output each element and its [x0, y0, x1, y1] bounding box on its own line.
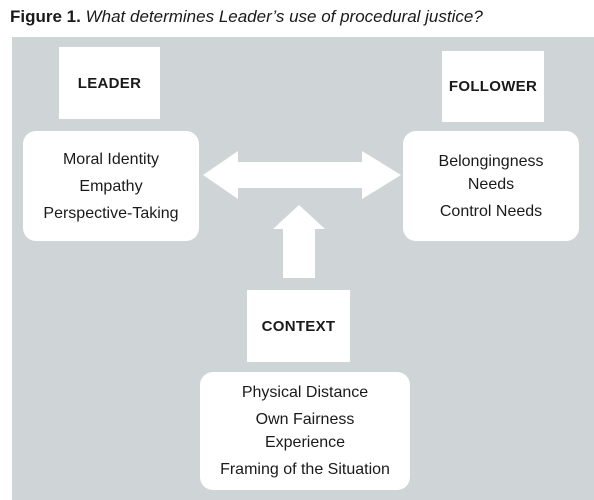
leader-box: Moral Identity Empathy Perspective-Takin… — [23, 131, 199, 241]
follower-box: Belongingness Needs Control Needs — [403, 131, 579, 241]
leader-header: LEADER — [59, 47, 160, 119]
figure-caption: Figure 1. What determines Leader’s use o… — [10, 7, 483, 27]
leader-item-moral-identity: Moral Identity — [62, 150, 160, 168]
context-item-own-fairness-experience: Own Fairness Experience — [255, 411, 355, 451]
leader-item-empathy: Empathy — [79, 177, 143, 195]
bidirectional-arrow — [203, 151, 401, 199]
leader-item-perspective-taking: Perspective-Taking — [43, 204, 179, 222]
context-item-framing-of-the-situation: Framing of the Situation — [220, 461, 390, 478]
follower-item-belongingness-needs: Belongingness Needs — [438, 152, 544, 193]
context-item-physical-distance: Physical Distance — [241, 384, 369, 401]
figure-label: Figure 1. — [10, 7, 81, 26]
follower-item-control-needs: Control Needs — [439, 202, 543, 220]
upward-arrow — [273, 205, 325, 278]
context-header: CONTEXT — [247, 290, 350, 362]
context-box: Physical Distance Own Fairness Experienc… — [200, 372, 410, 490]
figure-title: What determines Leader’s use of procedur… — [85, 7, 483, 26]
follower-header: FOLLOWER — [442, 51, 544, 122]
